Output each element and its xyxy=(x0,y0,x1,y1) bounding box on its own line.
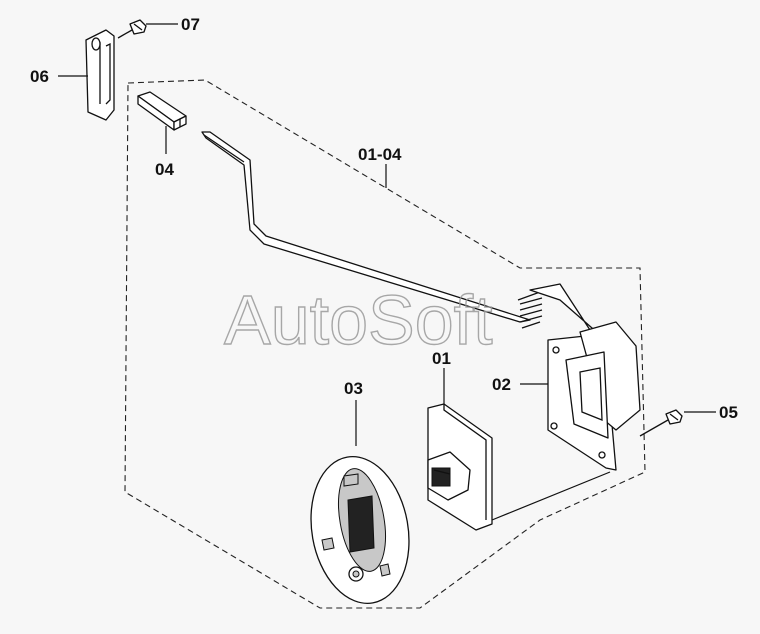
leader-box xyxy=(491,471,611,521)
part-01-switch-board xyxy=(427,403,493,531)
callout-05: 05 xyxy=(719,403,738,422)
return-spring xyxy=(517,291,543,329)
callout-assembly: 01-04 xyxy=(358,145,402,164)
callout-01: 01 xyxy=(432,349,451,368)
part-04-grip xyxy=(137,91,187,131)
part-05-screw xyxy=(639,409,683,437)
part-06-bracket xyxy=(85,29,115,121)
watermark: AutoSoft xyxy=(224,281,493,359)
callout-02: 02 xyxy=(492,375,511,394)
callout-03: 03 xyxy=(344,379,363,398)
callout-06: 06 xyxy=(30,67,49,86)
assembly-boundary xyxy=(124,79,646,609)
callout-04: 04 xyxy=(155,160,174,179)
part-03-grommet xyxy=(310,455,410,605)
callout-07: 07 xyxy=(181,15,200,34)
part-02-housing xyxy=(529,283,641,471)
part-07-screw xyxy=(117,19,147,39)
